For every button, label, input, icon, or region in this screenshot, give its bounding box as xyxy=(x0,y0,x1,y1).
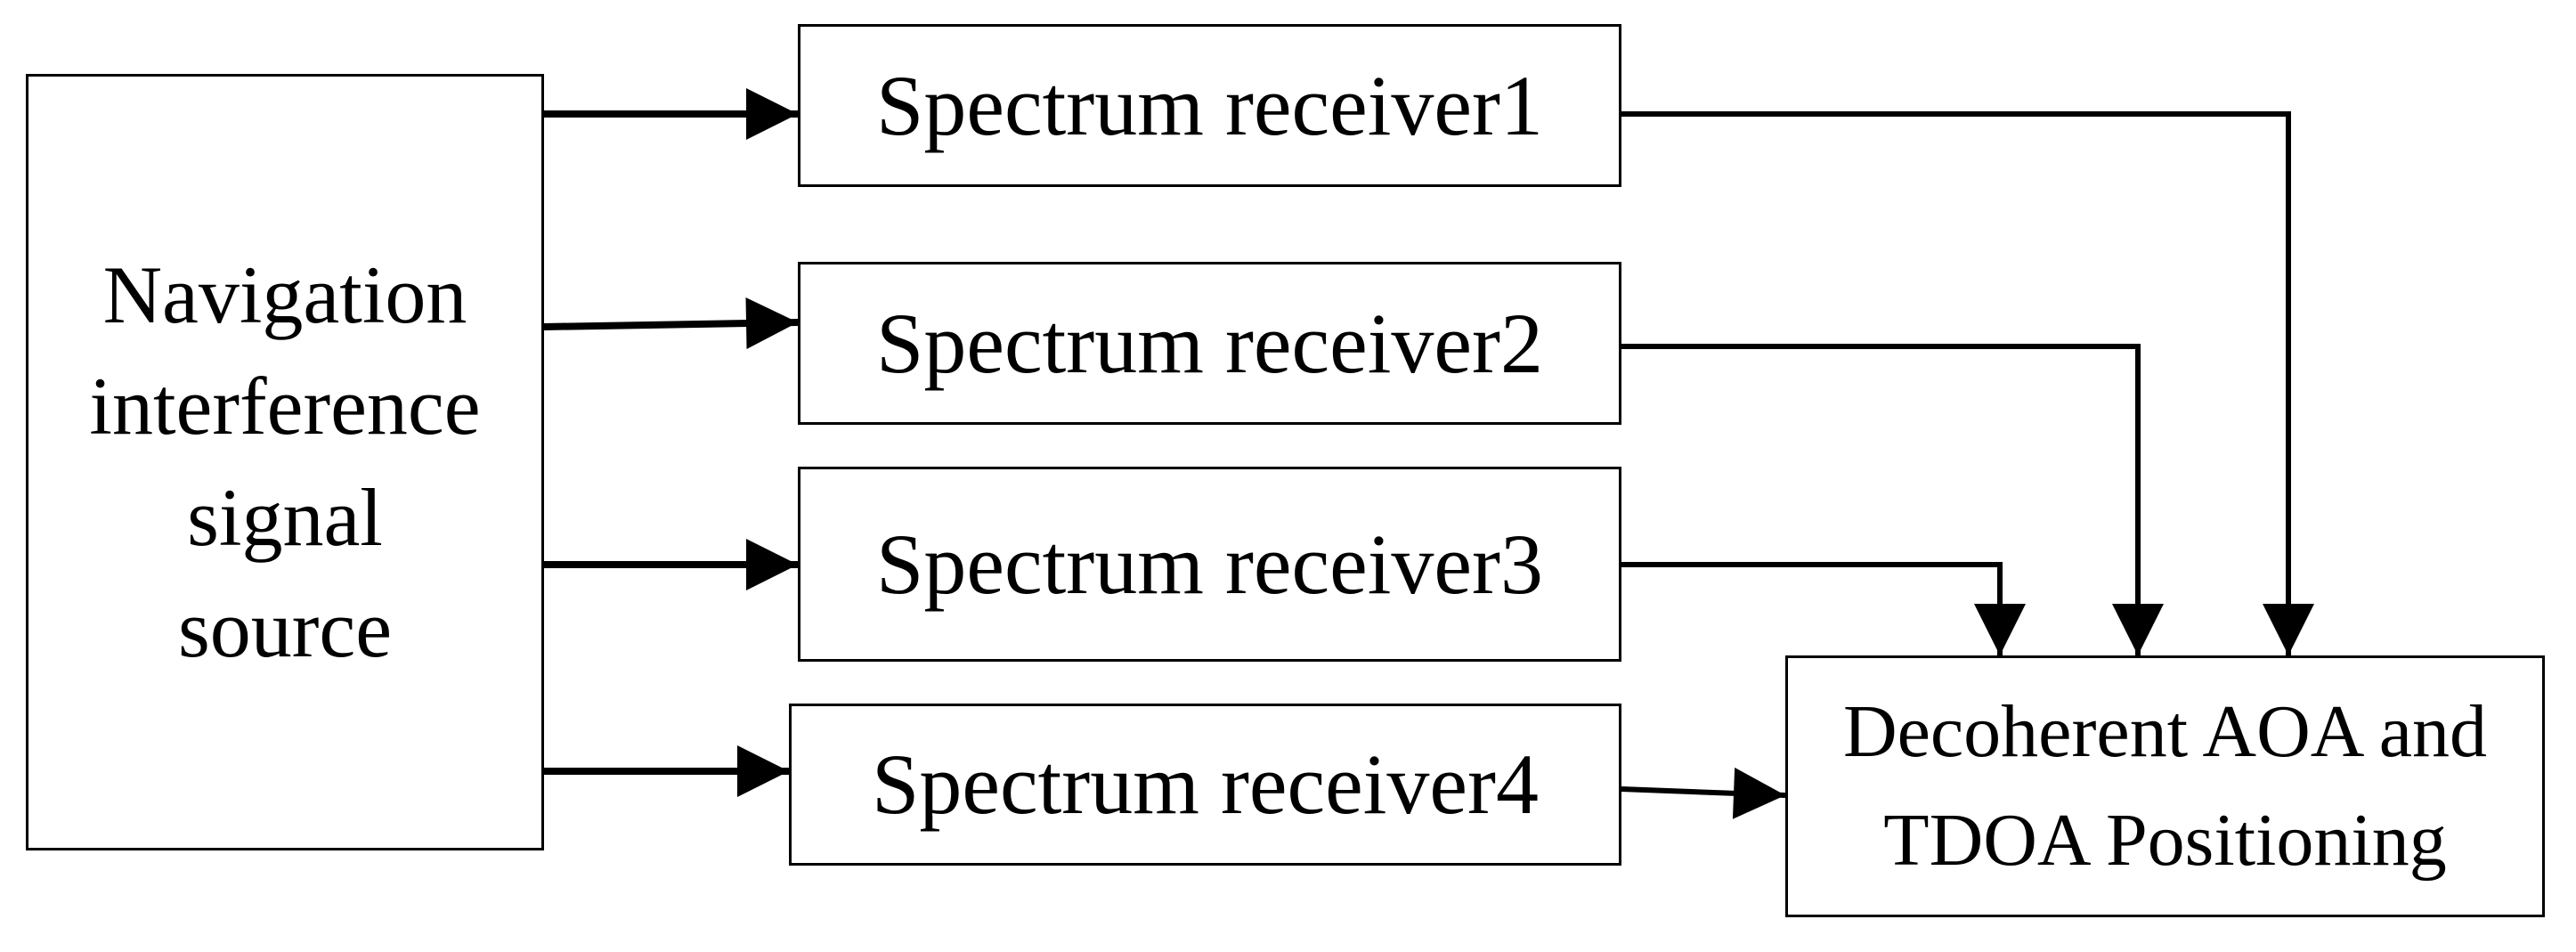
source-box: Navigation interference signal source xyxy=(26,74,544,850)
arrow-receiver3-to-positioning xyxy=(1621,562,2026,655)
receiver-label-1: Spectrum receiver1 xyxy=(876,57,1543,153)
receiver-label-4: Spectrum receiver4 xyxy=(872,736,1539,832)
positioning-label: Decoherent AOA and TDOA Positioning xyxy=(1842,690,2488,882)
arrow-receiver1-to-positioning xyxy=(1621,111,2314,655)
source-label: Navigation interference signal source xyxy=(89,249,481,674)
arrow-source-to-receiver2 xyxy=(543,297,799,350)
receiver-box-3: Spectrum receiver3 xyxy=(798,467,1621,662)
receiver-box-1: Spectrum receiver1 xyxy=(798,24,1621,187)
receiver-box-4: Spectrum receiver4 xyxy=(789,704,1621,866)
positioning-box: Decoherent AOA and TDOA Positioning xyxy=(1785,655,2545,917)
receiver-label-3: Spectrum receiver3 xyxy=(876,516,1543,612)
receiver-label-2: Spectrum receiver2 xyxy=(876,295,1543,391)
arrow-receiver4-to-positioning xyxy=(1621,767,1786,819)
receiver-box-2: Spectrum receiver2 xyxy=(798,262,1621,425)
arrow-receiver2-to-positioning xyxy=(1621,344,2164,655)
